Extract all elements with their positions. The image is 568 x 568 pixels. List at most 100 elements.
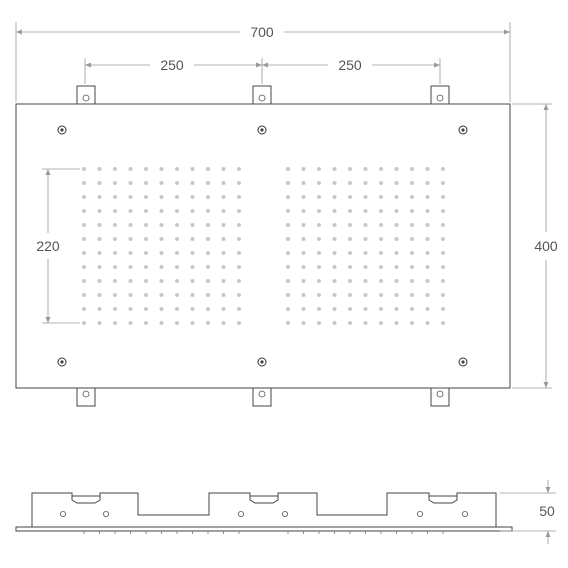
nozzle xyxy=(286,321,290,325)
nozzle xyxy=(410,209,414,213)
nozzle xyxy=(394,223,399,227)
nozzle xyxy=(379,237,383,241)
nozzle xyxy=(379,279,383,283)
nozzle xyxy=(221,195,226,199)
nozzle xyxy=(237,209,241,213)
nozzle xyxy=(206,307,210,311)
nozzle xyxy=(128,307,133,311)
nozzle xyxy=(237,251,241,255)
nozzle xyxy=(190,237,195,241)
mounting-screw xyxy=(458,357,468,367)
nozzle xyxy=(348,237,352,241)
nozzle xyxy=(286,265,290,269)
nozzle xyxy=(190,279,195,283)
nozzle xyxy=(144,293,148,297)
nozzle xyxy=(410,279,414,283)
nozzle xyxy=(301,321,306,325)
nozzle xyxy=(113,209,117,213)
nozzle xyxy=(301,167,306,171)
nozzle xyxy=(286,237,290,241)
nozzle xyxy=(317,181,321,185)
nozzle xyxy=(425,167,430,171)
nozzle xyxy=(301,195,306,199)
nozzle xyxy=(206,209,210,213)
nozzle xyxy=(394,209,399,213)
nozzle xyxy=(425,195,430,199)
nozzle xyxy=(113,321,117,325)
nozzle xyxy=(175,307,179,311)
nozzle xyxy=(97,279,102,283)
nozzle xyxy=(301,307,306,311)
nozzle xyxy=(237,307,241,311)
nozzle xyxy=(144,223,148,227)
nozzle xyxy=(237,279,241,283)
nozzle xyxy=(379,223,383,227)
nozzle xyxy=(332,237,337,241)
nozzle xyxy=(301,265,306,269)
nozzle xyxy=(175,223,179,227)
nozzle xyxy=(348,223,352,227)
nozzle xyxy=(348,307,352,311)
nozzle xyxy=(410,265,414,269)
top-bracket xyxy=(252,85,272,105)
nozzle xyxy=(379,181,383,185)
nozzle xyxy=(441,167,445,171)
nozzle xyxy=(332,181,337,185)
nozzle xyxy=(363,195,368,199)
nozzle xyxy=(348,251,352,255)
nozzle xyxy=(82,321,86,325)
nozzle xyxy=(206,321,210,325)
nozzle xyxy=(97,167,102,171)
nozzle xyxy=(379,307,383,311)
nozzle xyxy=(410,307,414,311)
nozzle xyxy=(190,293,195,297)
nozzle xyxy=(113,265,117,269)
nozzle xyxy=(363,237,368,241)
nozzle xyxy=(410,223,414,227)
nozzle xyxy=(144,251,148,255)
nozzle xyxy=(221,209,226,213)
nozzle xyxy=(425,321,430,325)
nozzle xyxy=(221,307,226,311)
nozzle xyxy=(425,265,430,269)
nozzle xyxy=(363,293,368,297)
nozzle xyxy=(221,167,226,171)
nozzle xyxy=(128,167,133,171)
nozzle xyxy=(332,195,337,199)
nozzle xyxy=(237,223,241,227)
bottom-bracket xyxy=(252,387,272,407)
nozzle xyxy=(221,321,226,325)
nozzle xyxy=(348,279,352,283)
nozzle xyxy=(82,251,86,255)
nozzle xyxy=(128,223,133,227)
nozzle xyxy=(363,223,368,227)
nozzle xyxy=(348,321,352,325)
nozzle xyxy=(363,279,368,283)
nozzle xyxy=(206,181,210,185)
nozzle xyxy=(441,237,445,241)
nozzle xyxy=(394,237,399,241)
nozzle xyxy=(128,265,133,269)
overall-width-label: 700 xyxy=(250,24,274,40)
nozzle xyxy=(425,223,430,227)
nozzle xyxy=(159,209,164,213)
nozzle xyxy=(379,209,383,213)
nozzle xyxy=(97,265,102,269)
panel-face-plate xyxy=(15,526,513,532)
nozzle xyxy=(410,321,414,325)
nozzle xyxy=(317,293,321,297)
nozzle xyxy=(286,209,290,213)
nozzle xyxy=(128,279,133,283)
side-thickness-dimension: 50 xyxy=(500,480,556,544)
nozzle xyxy=(113,237,117,241)
nozzle xyxy=(379,167,383,171)
nozzle xyxy=(348,167,352,171)
nozzle xyxy=(113,195,117,199)
nozzle xyxy=(363,307,368,311)
nozzle xyxy=(410,237,414,241)
nozzle xyxy=(441,307,445,311)
top-bracket xyxy=(430,85,450,105)
nozzle xyxy=(363,167,368,171)
top-bracket xyxy=(76,85,96,105)
nozzle-field-left xyxy=(82,167,241,325)
